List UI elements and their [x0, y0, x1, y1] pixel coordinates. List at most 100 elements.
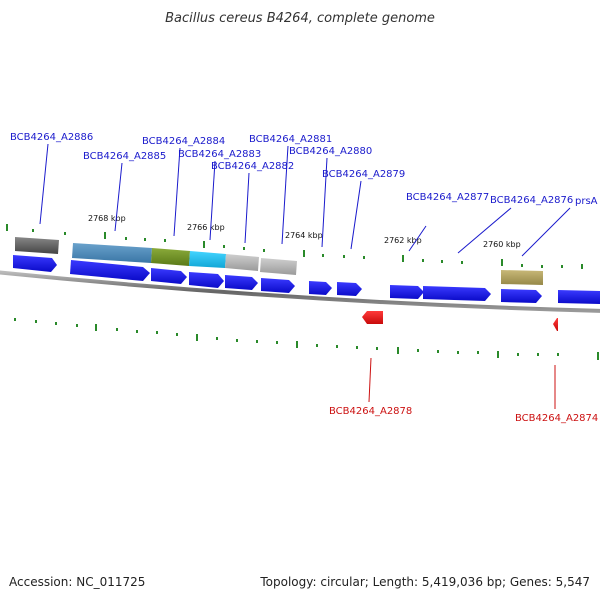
tick-label-2766: 2766 kbp [187, 223, 225, 232]
tick-mark [176, 333, 178, 336]
topology-text: Topology: circular; Length: 5,419,036 bp… [259, 575, 590, 589]
connector-a2881 [281, 145, 289, 245]
gene-arrow-partial[interactable] [558, 290, 600, 304]
gene-arrow-a2880[interactable] [309, 281, 332, 295]
tick-mark [597, 352, 599, 360]
genome-title: Bacillus cereus B4264, complete genome [165, 11, 435, 26]
gene-arrow-a2878[interactable] [362, 311, 383, 324]
gene-label-a2884[interactable]: BCB4264_A2884 [142, 136, 225, 147]
tick-mark [116, 328, 118, 331]
tick-mark [125, 237, 127, 240]
tick-mark [422, 259, 424, 262]
gene-label-a2879[interactable]: BCB4264_A2879 [322, 169, 405, 180]
connector-a2877 [408, 225, 427, 252]
tick-mark [144, 238, 146, 241]
connector-a2876 [457, 207, 512, 254]
gene-label-a2880[interactable]: BCB4264_A2880 [289, 146, 372, 157]
connector-a2885 [114, 162, 123, 232]
tick-mark [501, 259, 503, 266]
cog-box [151, 248, 190, 266]
tick-mark [561, 265, 563, 268]
gene-arrow-a2884[interactable] [151, 268, 187, 284]
genome-backbone [0, 270, 600, 313]
gene-arrow-a2879[interactable] [337, 282, 362, 296]
gene-arrow-a2877[interactable] [390, 285, 424, 299]
tick-mark [64, 232, 66, 235]
gene-label-a2886[interactable]: BCB4264_A2886 [10, 132, 93, 143]
gene-arrow-prsa[interactable] [501, 289, 542, 303]
tick-mark [14, 318, 16, 321]
tick-mark [336, 345, 338, 348]
tick-mark [322, 254, 324, 257]
cog-boxes [15, 237, 543, 285]
tick-mark [541, 265, 543, 268]
upper-ticks [6, 224, 583, 269]
connector-a2884 [173, 147, 181, 237]
tick-label-2764: 2764 kbp [285, 231, 323, 240]
cog-box [501, 270, 543, 285]
tick-mark [104, 232, 106, 239]
gene-arrow-a2874[interactable] [553, 318, 558, 331]
tick-mark [457, 351, 459, 354]
tick-mark [316, 344, 318, 347]
tick-mark [203, 241, 205, 248]
cog-box [189, 251, 226, 268]
tick-mark [216, 337, 218, 340]
cog-box [225, 254, 259, 271]
gene-arrow-a2883[interactable] [189, 272, 224, 288]
gene-label-a2878[interactable]: BCB4264_A2878 [329, 406, 412, 417]
tick-mark [55, 322, 57, 325]
tick-mark [363, 256, 365, 259]
tick-mark [276, 341, 278, 344]
forward-genes [13, 255, 600, 304]
tick-label-2760: 2760 kbp [483, 240, 521, 249]
tick-mark [76, 324, 78, 327]
gene-label-a2874[interactable]: BCB4264_A2874 [515, 413, 598, 424]
gene-label-a2883[interactable]: BCB4264_A2883 [178, 149, 261, 160]
connector-a2886 [39, 143, 49, 225]
gene-label-a2882[interactable]: BCB4264_A2882 [211, 161, 294, 172]
tick-mark [6, 224, 8, 231]
tick-mark [517, 353, 519, 356]
gene-arrow-a2886[interactable] [13, 255, 57, 272]
tick-mark [95, 324, 97, 331]
tick-mark [497, 351, 499, 358]
tick-mark [164, 239, 166, 242]
tick-mark [537, 353, 539, 356]
tick-mark [303, 250, 305, 257]
connector-a2880 [321, 157, 328, 248]
gene-arrow-a2881[interactable] [261, 278, 295, 293]
tick-mark [136, 330, 138, 333]
tick-mark [477, 351, 479, 354]
tick-mark [417, 349, 419, 352]
connector-prsa [521, 207, 571, 257]
tick-mark [236, 339, 238, 342]
gene-label-a2877[interactable]: BCB4264_A2877 [406, 192, 489, 203]
cog-box [72, 243, 152, 263]
connector-a2882 [244, 172, 250, 244]
lower-ticks [14, 318, 599, 360]
gene-arrow-a2876[interactable] [423, 286, 491, 301]
tick-label-2768: 2768 kbp [88, 214, 126, 223]
tick-mark [557, 353, 559, 356]
tick-mark [343, 255, 345, 258]
tick-mark [376, 347, 378, 350]
gene-arrow-a2882[interactable] [225, 275, 258, 290]
tick-mark [263, 249, 265, 252]
tick-mark [256, 340, 258, 343]
gene-label-prsa[interactable]: prsA [575, 196, 598, 207]
gene-label-a2885[interactable]: BCB4264_A2885 [83, 151, 166, 162]
gene-arrow-a2885[interactable] [70, 260, 150, 281]
connector-a2878 [368, 357, 372, 403]
gene-label-a2876[interactable]: BCB4264_A2876 [490, 195, 573, 206]
tick-mark [397, 347, 399, 354]
tick-mark [296, 341, 298, 348]
gene-label-a2881[interactable]: BCB4264_A2881 [249, 134, 332, 145]
reverse-genes [362, 311, 558, 331]
tick-mark [461, 261, 463, 264]
tick-mark [581, 264, 583, 269]
tick-mark [402, 255, 404, 262]
forward-label-lines [39, 143, 571, 257]
tick-mark [196, 334, 198, 341]
